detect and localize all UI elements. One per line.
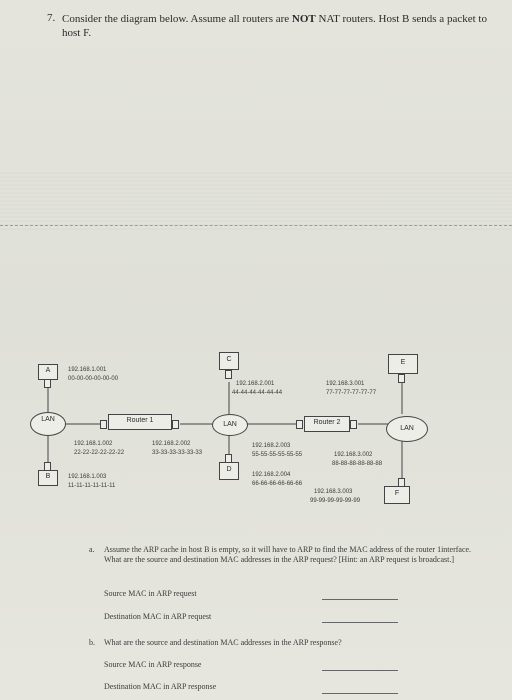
- router2-left-mac: 55-55-55-55-55-55: [252, 452, 303, 458]
- host-a-interface: [44, 379, 51, 388]
- host-f-ip: 192.168.3.003: [314, 489, 353, 495]
- part-a-destination-label: Destination MAC in ARP request: [104, 612, 212, 621]
- part-b-source-answer-line[interactable]: [322, 670, 398, 671]
- part-b-marker: b.: [89, 638, 95, 647]
- host-e-mac: 77-77-77-77-77-77: [326, 390, 377, 396]
- host-e: E: [388, 354, 418, 374]
- part-a-source-label: Source MAC in ARP request: [104, 589, 197, 598]
- lan-middle-label: LAN: [223, 421, 237, 428]
- router1-right-interface: [172, 420, 179, 429]
- host-f-label: F: [394, 490, 400, 497]
- page-divider: [0, 225, 512, 226]
- router1-left-ip: 192.168.1.002: [74, 441, 113, 447]
- question-number: 7.: [47, 12, 56, 24]
- lan-right: LAN: [386, 416, 428, 442]
- router1-right-mac: 33-33-33-33-33-33: [152, 450, 203, 456]
- router2-right-mac: 88-88-88-88-88-88: [332, 461, 383, 467]
- question-text-part2: NAT routers. Host B sends a packet to ho…: [62, 13, 487, 39]
- part-a-destination-answer-line[interactable]: [322, 622, 398, 623]
- host-b-label: B: [45, 473, 51, 480]
- question-text-part1: Consider the diagram below. Assume all r…: [62, 13, 292, 25]
- part-b-text: What are the source and destination MAC …: [104, 638, 342, 647]
- host-c-label: C: [226, 356, 232, 363]
- router2-right-interface: [350, 420, 357, 429]
- paper-texture: [0, 170, 512, 230]
- host-f-mac: 99-99-99-99-99-99: [310, 498, 361, 504]
- host-a-label: A: [45, 367, 51, 374]
- part-b-source-label: Source MAC in ARP response: [104, 660, 202, 669]
- host-f: F: [384, 486, 410, 504]
- router-1-label: Router 1: [126, 417, 154, 424]
- host-c: C: [219, 352, 239, 370]
- part-a-text: Assume the ARP cache in host B is empty,…: [104, 545, 472, 564]
- part-b-destination-label: Destination MAC in ARP response: [104, 682, 217, 691]
- router-2: Router 2: [304, 416, 350, 432]
- host-c-ip: 192.168.2.001: [236, 381, 275, 387]
- question-text-bold: NOT: [291, 13, 316, 25]
- host-c-interface: [225, 370, 232, 379]
- part-a-source-answer-line[interactable]: [322, 599, 398, 600]
- diagram-wires: [47, 382, 403, 482]
- host-b-mac: 11-11-11-11-11-11: [68, 483, 116, 489]
- host-d-label: D: [226, 466, 232, 473]
- host-e-interface: [398, 374, 405, 383]
- lan-left: LAN: [30, 412, 66, 436]
- question-text: Consider the diagram below. Assume all r…: [62, 12, 492, 40]
- host-c-mac: 44-44-44-44-44-44: [232, 390, 283, 396]
- router2-left-ip: 192.168.2.003: [252, 443, 291, 449]
- network-diagram: A 192.168.1.001 00-00-00-00-00-00 LAN B …: [0, 350, 512, 530]
- host-b: B: [38, 470, 58, 486]
- host-a-mac: 00-00-00-00-00-00: [68, 376, 119, 382]
- host-a: A: [38, 364, 58, 380]
- host-d-ip: 192.168.2.004: [252, 472, 291, 478]
- host-d: D: [219, 462, 239, 480]
- part-a-marker: a.: [89, 545, 95, 554]
- router1-right-ip: 192.168.2.002: [152, 441, 191, 447]
- router-1: Router 1: [108, 414, 172, 430]
- lan-left-label: LAN: [41, 416, 55, 423]
- host-b-ip: 192.168.1.003: [68, 474, 107, 480]
- router1-left-interface: [100, 420, 107, 429]
- host-e-label: E: [400, 359, 406, 366]
- host-a-ip: 192.168.1.001: [68, 367, 107, 373]
- part-b-destination-answer-line[interactable]: [322, 693, 398, 694]
- router1-left-mac: 22-22-22-22-22-22: [74, 450, 125, 456]
- host-e-ip: 192.168.3.001: [326, 381, 365, 387]
- router-2-label: Router 2: [313, 419, 341, 426]
- router2-right-ip: 192.168.3.002: [334, 452, 373, 458]
- lan-middle: LAN: [212, 414, 248, 436]
- host-d-mac: 66-66-66-66-66-66: [252, 481, 303, 487]
- router2-left-interface: [296, 420, 303, 429]
- lan-right-label: LAN: [400, 425, 414, 432]
